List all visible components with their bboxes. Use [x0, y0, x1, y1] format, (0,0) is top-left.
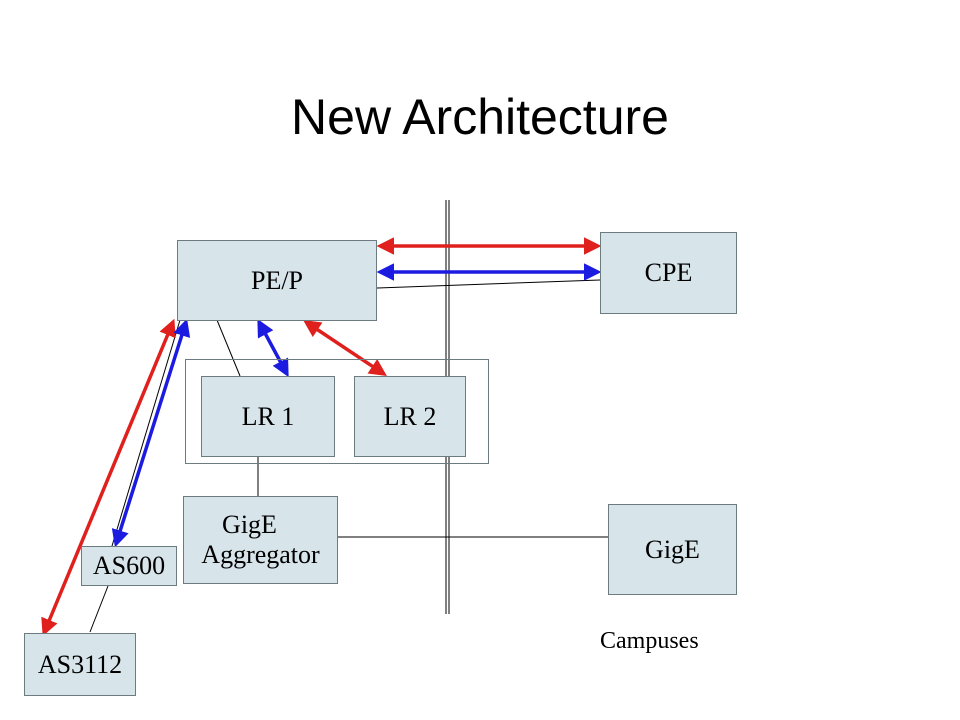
- as3112-label: AS3112: [37, 649, 123, 679]
- lr1-label: LR 1: [241, 401, 295, 431]
- pe-p-label: PE/P: [250, 265, 304, 295]
- link-pe-cpe: [376, 279, 601, 289]
- slide-title: New Architecture: [291, 89, 669, 145]
- pe-p-box: PE/P: [177, 240, 377, 321]
- lr-group-box: [185, 359, 489, 464]
- cpe-box: CPE: [600, 232, 737, 314]
- gige-aggregator-label-line2: Aggregator: [201, 540, 320, 569]
- arrow-pe-as3112-red: [41, 318, 176, 637]
- cpe-label: CPE: [644, 258, 693, 287]
- as600-box: AS600: [81, 546, 177, 586]
- link-as600-as3112: [89, 585, 109, 633]
- lr2-box: LR 2: [354, 376, 466, 457]
- gige-aggregator-box: GigE Aggregator: [183, 496, 338, 584]
- lr1-box: LR 1: [201, 376, 335, 457]
- gige-campus-label: GigE: [645, 534, 700, 564]
- as3112-box: AS3112: [24, 633, 136, 696]
- arrow-pe-lr2-red: [303, 320, 387, 376]
- arrow-pe-as600-blue: [111, 318, 191, 548]
- gige-aggregator-label-line1: GigE: [222, 510, 277, 539]
- as600-label: AS600: [92, 551, 166, 580]
- arrow-pe-lr1-blue: [257, 318, 289, 378]
- campuses-label: Campuses: [600, 628, 699, 654]
- link-pe-as600: [111, 319, 181, 547]
- gige-campus-box: GigE: [608, 504, 737, 595]
- link-pe-lr1: [216, 319, 241, 377]
- lr2-label: LR 2: [383, 401, 437, 431]
